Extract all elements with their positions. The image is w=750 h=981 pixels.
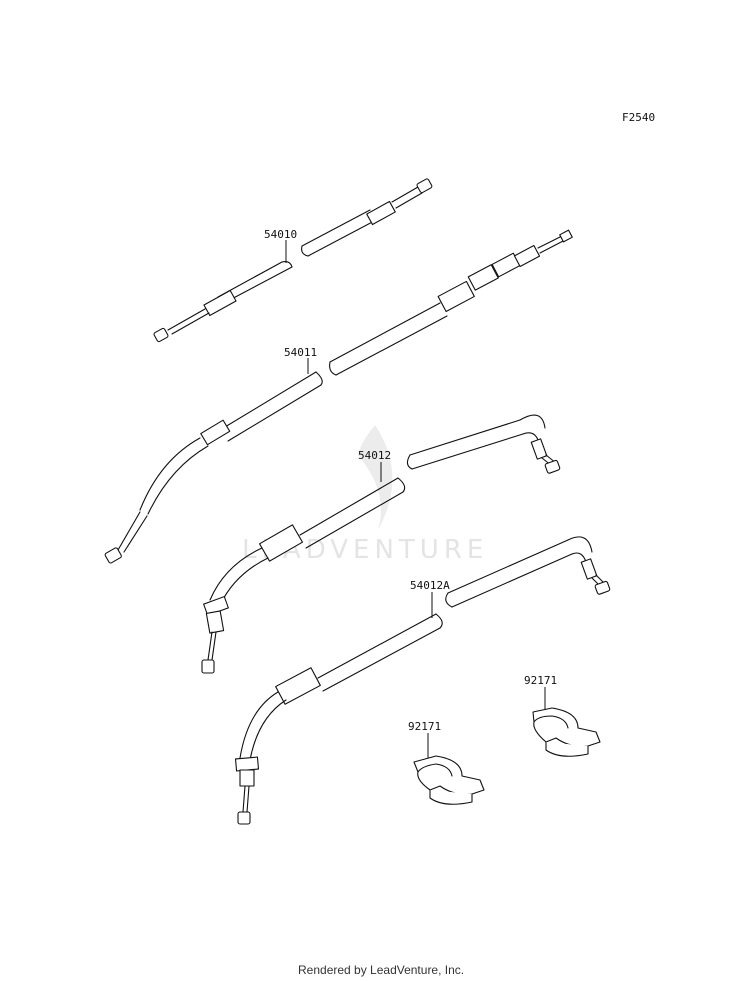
callout-54012a[interactable]: 54012A bbox=[410, 579, 450, 592]
cable-54010[interactable] bbox=[153, 178, 433, 343]
callout-92171-left[interactable]: 92171 bbox=[408, 720, 441, 733]
clamp-92171-left[interactable] bbox=[413, 755, 485, 805]
callout-54011[interactable]: 54011 bbox=[284, 346, 317, 359]
footer-credit: Rendered by LeadVenture, Inc. bbox=[298, 963, 464, 977]
cable-54012a[interactable] bbox=[234, 536, 611, 825]
cable-54012[interactable] bbox=[201, 414, 561, 674]
callout-54010[interactable]: 54010 bbox=[264, 228, 297, 241]
cable-54011[interactable] bbox=[104, 229, 573, 564]
callout-92171-right[interactable]: 92171 bbox=[524, 674, 557, 687]
clamp-92171-right[interactable] bbox=[532, 707, 601, 757]
callout-54012[interactable]: 54012 bbox=[358, 449, 391, 462]
figure-code: F2540 bbox=[622, 111, 655, 124]
